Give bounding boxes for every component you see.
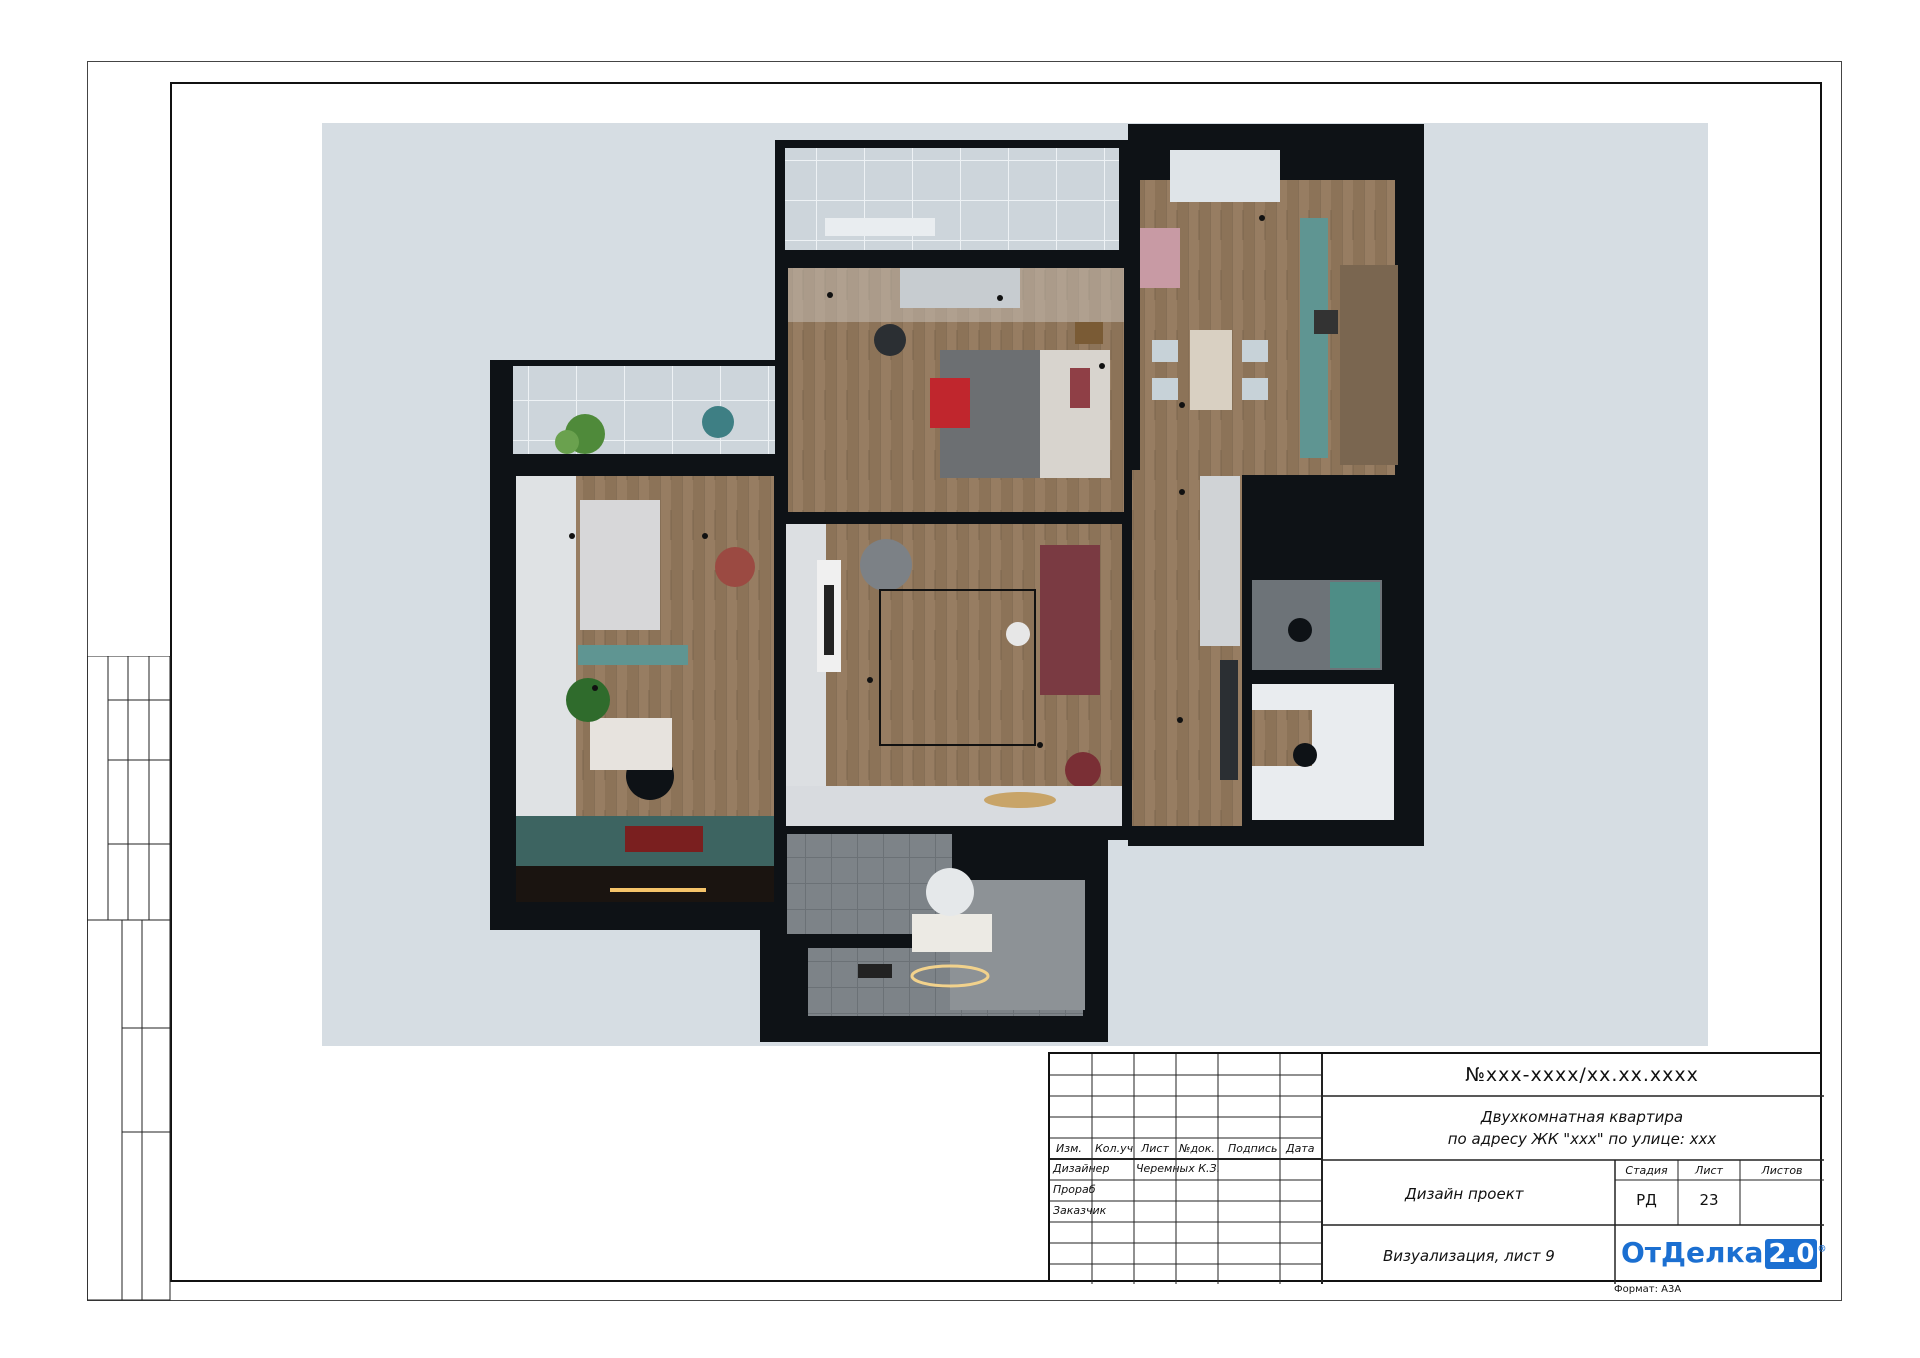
header-ndok: №док. [1179, 1142, 1215, 1155]
role-client: Заказчик [1053, 1204, 1107, 1217]
sheet-value: 23 [1699, 1191, 1719, 1209]
header-kol: Кол.уч [1095, 1142, 1134, 1155]
title-block: №xxx-xxxx/xx.xx.xxxx Двухкомнатная кварт… [1048, 1052, 1826, 1284]
header-data: Дата [1286, 1142, 1315, 1155]
sheet-format: Формат: А3А [1614, 1284, 1682, 1295]
role-foreman: Прораб [1053, 1183, 1096, 1196]
title-block-grid [1050, 1054, 1824, 1284]
sheet-title: Визуализация, лист 9 [1383, 1247, 1555, 1265]
inner-frame [170, 82, 1822, 1282]
header-podpis: Подпись [1228, 1142, 1278, 1155]
logo-text: ОтДелка [1621, 1236, 1764, 1269]
project-title-line2: по адресу ЖК "xxx" по улице: xxx [1447, 1130, 1717, 1148]
document-number: №xxx-xxxx/xx.xx.xxxx [1465, 1064, 1699, 1086]
header-izm: Изм. [1056, 1142, 1082, 1155]
logo-version: 2.0 [1765, 1239, 1818, 1269]
header-list: Лист [1141, 1142, 1169, 1155]
binding-grid [87, 656, 171, 1301]
logo-registered-mark: ® [1817, 1244, 1827, 1255]
stage-header: Стадия [1625, 1164, 1668, 1177]
project-title-line1: Двухкомнатная квартира [1480, 1108, 1684, 1126]
sheet-header: Лист [1695, 1164, 1723, 1177]
loggia-left [513, 366, 775, 454]
stage-value: РД [1636, 1191, 1657, 1209]
role-designer: Дизайнер [1053, 1162, 1110, 1175]
project-type: Дизайн проект [1405, 1185, 1524, 1203]
sheets-header: Листов [1761, 1164, 1803, 1177]
designer-name: Черемных К.З. [1136, 1162, 1221, 1175]
